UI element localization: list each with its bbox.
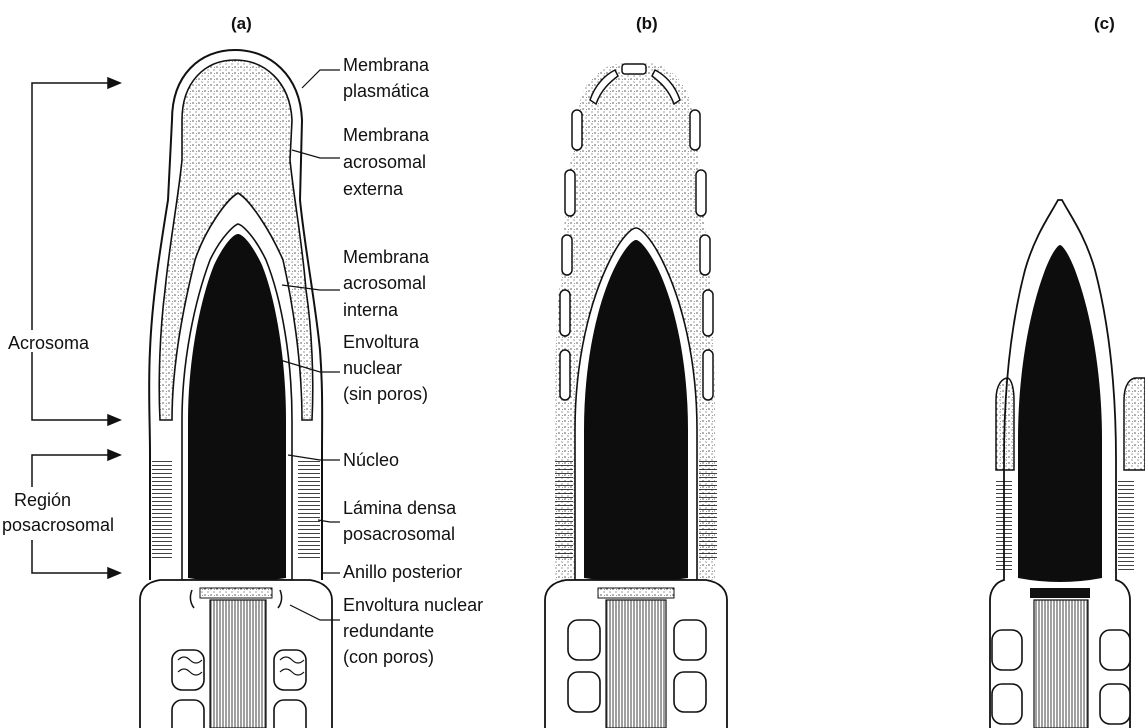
region-label-postacrosomal-line2: posacrosomal bbox=[2, 513, 114, 537]
label-plasma-membrane-2: plasmática bbox=[343, 79, 429, 103]
leader-lines-a bbox=[280, 70, 340, 620]
sperm-head-a bbox=[140, 50, 332, 728]
label-nuclear-envelope-3: (sin poros) bbox=[343, 382, 428, 406]
panel-title-b: (b) bbox=[636, 14, 658, 34]
sperm-head-c bbox=[990, 200, 1145, 728]
panel-title-a: (a) bbox=[231, 14, 252, 34]
label-plasma-membrane-1: Membrana bbox=[343, 53, 429, 77]
label-redundant-envelope-1: Envoltura nuclear bbox=[343, 593, 483, 617]
region-label-acrosome: Acrosoma bbox=[8, 331, 89, 355]
label-inner-acrosomal-1: Membrana bbox=[343, 245, 429, 269]
label-nuclear-envelope-1: Envoltura bbox=[343, 330, 419, 354]
label-dense-lamina-2: posacrosomal bbox=[343, 522, 455, 546]
label-outer-acrosomal-1: Membrana bbox=[343, 123, 429, 147]
label-nuclear-envelope-2: nuclear bbox=[343, 356, 402, 380]
sperm-head-b bbox=[545, 62, 727, 728]
acrosome-bracket bbox=[32, 78, 120, 425]
label-inner-acrosomal-3: interna bbox=[343, 298, 398, 322]
label-nucleus: Núcleo bbox=[343, 448, 399, 472]
region-label-postacrosomal-line1: Región bbox=[14, 488, 71, 512]
label-dense-lamina-1: Lámina densa bbox=[343, 496, 456, 520]
label-posterior-ring: Anillo posterior bbox=[343, 560, 462, 584]
label-redundant-envelope-3: (con poros) bbox=[343, 645, 434, 669]
panel-title-c: (c) bbox=[1094, 14, 1115, 34]
label-outer-acrosomal-2: acrosomal bbox=[343, 150, 426, 174]
label-inner-acrosomal-2: acrosomal bbox=[343, 271, 426, 295]
label-outer-acrosomal-3: externa bbox=[343, 177, 403, 201]
label-redundant-envelope-2: redundante bbox=[343, 619, 434, 643]
